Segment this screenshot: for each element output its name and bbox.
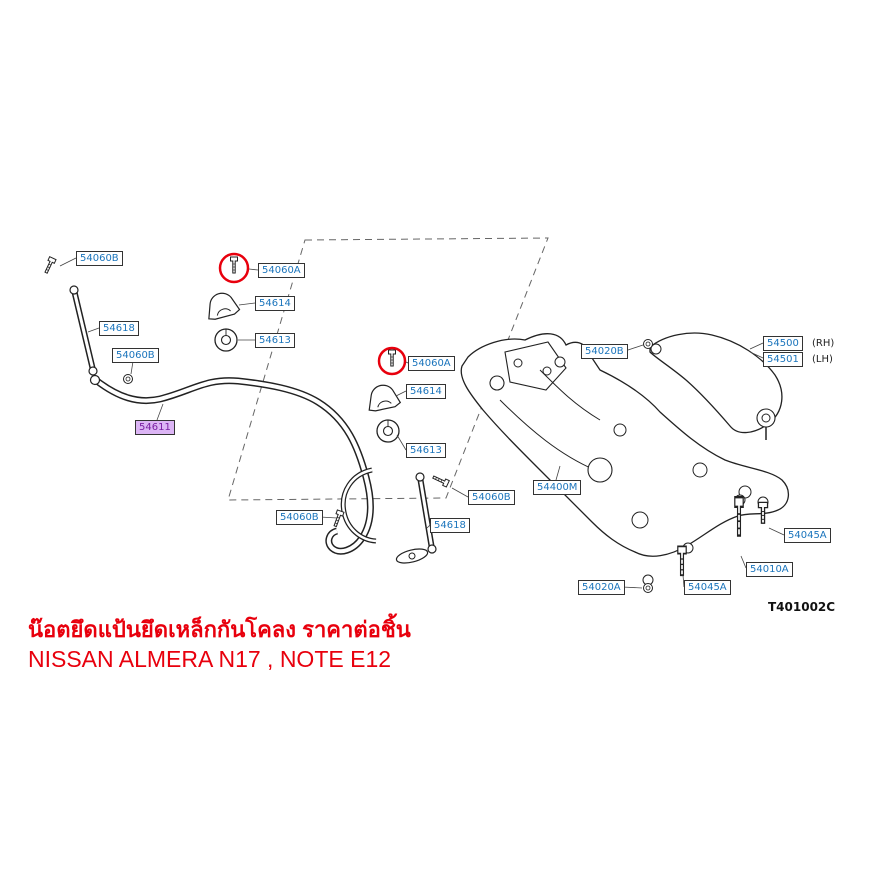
- stabilizer-link-lower: [395, 472, 437, 564]
- part-label-54614-1: 54614: [255, 296, 295, 311]
- part-label-54501: 54501: [763, 352, 803, 367]
- part-label-54010A: 54010A: [746, 562, 793, 577]
- part-label-54060A-2: 54060A: [408, 356, 455, 371]
- part-label-54060B-3: 54060B: [468, 490, 515, 505]
- caption-thai-line: น๊อตยึดแป้นยึดเหล็กกันโคลง ราคาต่อชิ้น: [28, 617, 411, 642]
- bolt-54060A-2: [388, 349, 396, 367]
- bushing-1: [214, 328, 238, 352]
- bushing-2: [376, 419, 400, 443]
- part-label-54613-2: 54613: [406, 443, 446, 458]
- part-label-54611: 54611: [135, 420, 175, 435]
- nut-54060B: [123, 374, 133, 384]
- control-arm: [649, 332, 783, 440]
- part-label-54060B-1: 54060B: [76, 251, 123, 266]
- part-label-54613-1: 54613: [255, 333, 295, 348]
- part-label-54618-2: 54618: [430, 518, 470, 533]
- bushing-clamp-2: [364, 381, 402, 413]
- dashed-region: [227, 237, 549, 501]
- highlight-circle-2: [377, 346, 407, 376]
- bolt-54060A-1: [230, 256, 238, 274]
- part-label-54618-1: 54618: [99, 321, 139, 336]
- bolt-54060B-lower: [331, 509, 345, 528]
- leader-lines: [59, 257, 785, 589]
- lh-note: (LH): [812, 354, 833, 365]
- caption-model-line: NISSAN ALMERA N17 , NOTE E12: [28, 646, 392, 672]
- bushing-clamp-1: [202, 288, 241, 322]
- bolt-54045A-2: [676, 545, 688, 577]
- nut-54020B: [643, 339, 653, 349]
- nut-54020A: [643, 583, 653, 593]
- part-label-54614-2: 54614: [406, 384, 446, 399]
- stabilizer-bar: [89, 374, 377, 555]
- part-label-54045A-2: 54045A: [684, 580, 731, 595]
- stabilizer-link-left: [69, 285, 98, 376]
- part-label-54500: 54500: [763, 336, 803, 351]
- bolt-54060B-link: [431, 473, 450, 488]
- part-label-54060B-4: 54060B: [276, 510, 323, 525]
- diagram-ref-code: T401002C: [768, 600, 836, 614]
- bolt-54060B-top-left: [42, 256, 57, 275]
- part-label-54060A-1: 54060A: [258, 263, 305, 278]
- part-label-54020A: 54020A: [578, 580, 625, 595]
- part-label-54060B-2: 54060B: [112, 348, 159, 363]
- highlight-circle-1: [218, 252, 250, 284]
- part-label-54020B: 54020B: [581, 344, 628, 359]
- part-label-54045A-1: 54045A: [784, 528, 831, 543]
- part-label-54400M: 54400M: [533, 480, 582, 495]
- rh-note: (RH): [812, 338, 835, 349]
